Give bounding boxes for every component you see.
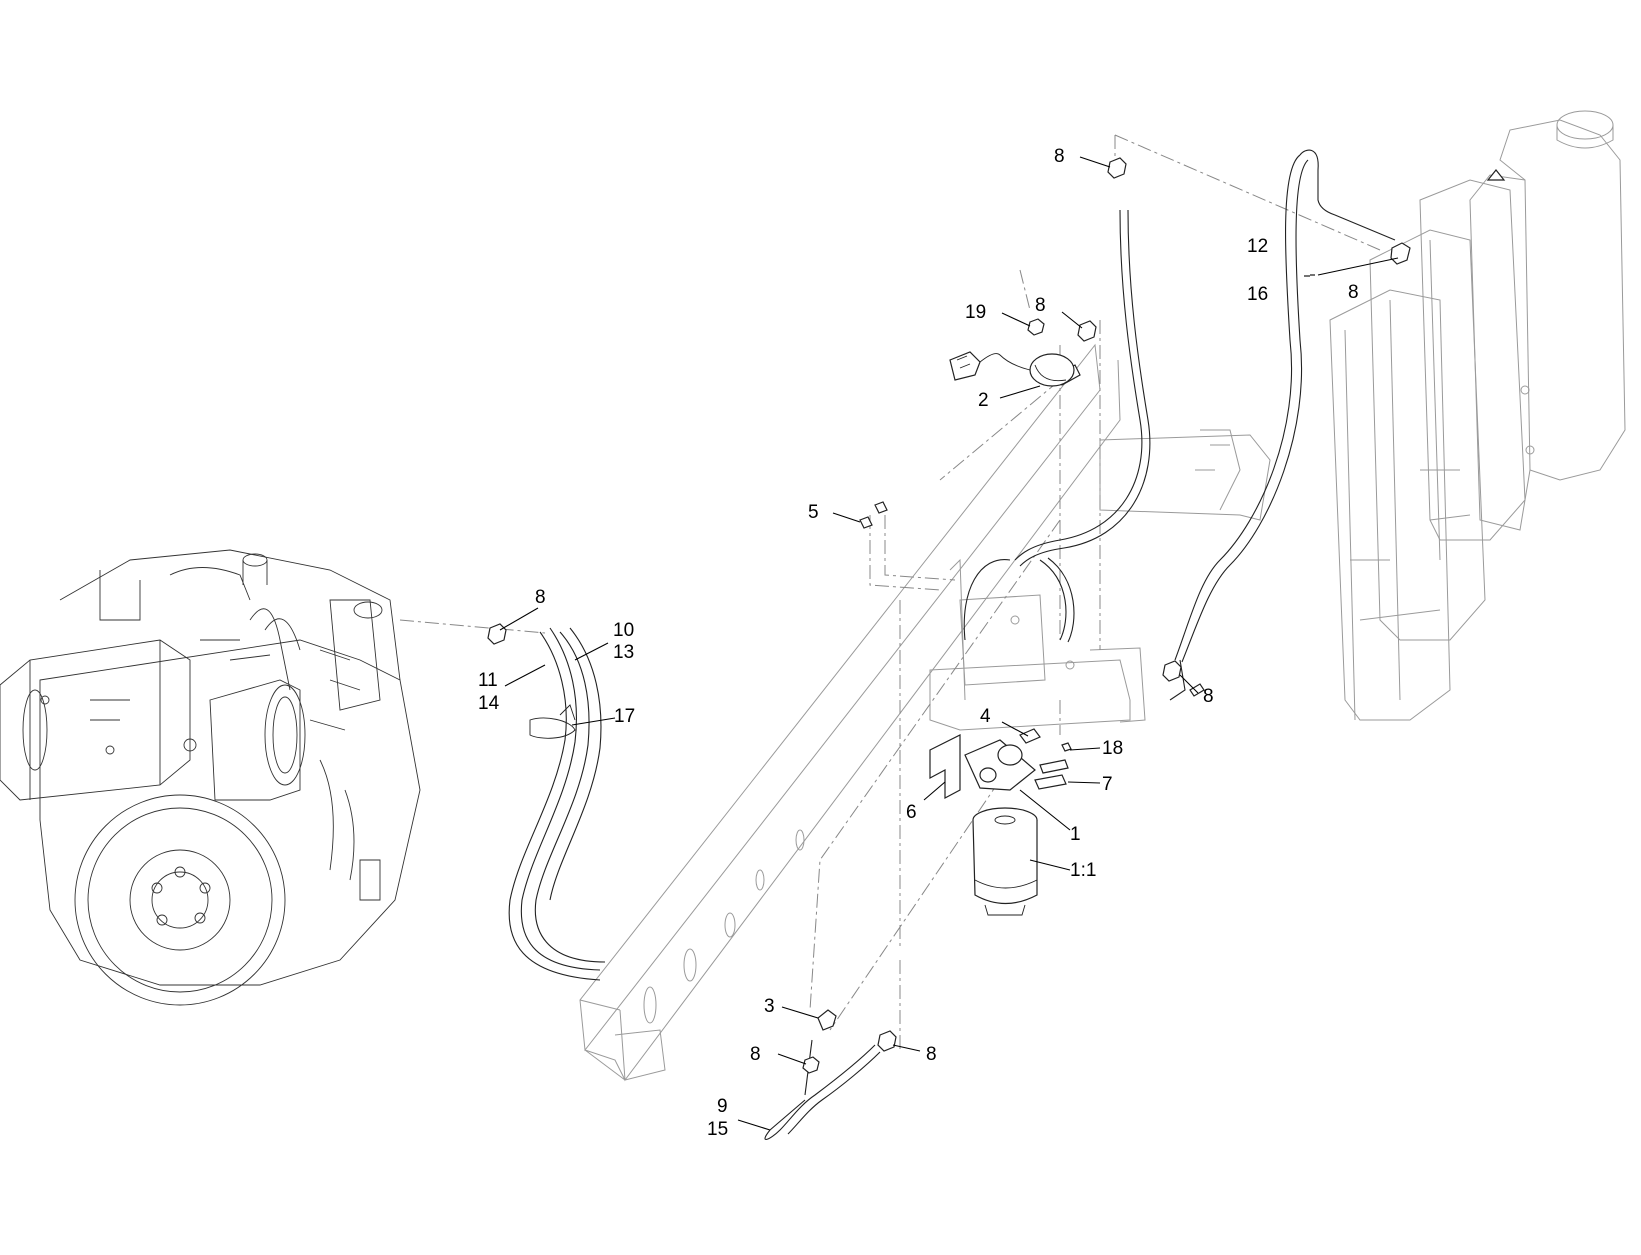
callout-8-engine: 8	[535, 587, 546, 608]
fuel-parts	[487, 157, 1411, 1074]
fuel-hoses	[508, 149, 1396, 1140]
callout-8-right: 8	[1203, 686, 1214, 707]
callout-labels: 8 12 16 8 19 8 2 5 8 10 13 11 14 17 8 4 …	[478, 146, 1359, 1140]
callout-1-1: 1:1	[1070, 860, 1096, 881]
callout-17: 17	[614, 706, 635, 727]
frame-rails	[579, 343, 1271, 1082]
clamp-8-low-left	[802, 1056, 820, 1074]
assembly-centerlines	[399, 134, 1381, 1050]
callout-7: 7	[1102, 774, 1113, 795]
callout-5: 5	[808, 502, 819, 523]
callout-15: 15	[707, 1119, 728, 1140]
leader-lines	[499, 156, 1399, 1131]
filter-head-part-1	[964, 739, 1036, 791]
fuel-tank	[1329, 110, 1626, 721]
clamp-8-tank	[1390, 242, 1411, 265]
callout-4: 4	[980, 706, 991, 727]
callout-10: 10	[613, 620, 634, 641]
callout-12: 12	[1247, 236, 1268, 257]
callout-8-low-right: 8	[926, 1044, 937, 1065]
callout-8-low-left: 8	[750, 1044, 761, 1065]
callout-16: 16	[1247, 284, 1268, 305]
callout-6: 6	[906, 802, 917, 823]
bracket-part-6	[929, 734, 961, 799]
callout-8-tank: 8	[1348, 282, 1359, 303]
callout-18: 18	[1102, 738, 1123, 759]
callout-3: 3	[764, 996, 775, 1017]
clamp-8-low-right	[877, 1030, 897, 1052]
fitting-part-3	[817, 1009, 837, 1031]
callout-8-switch: 8	[1035, 295, 1046, 316]
connector-part-19	[1027, 318, 1045, 336]
bolt-part-7	[1034, 759, 1069, 790]
clamp-8-engine	[487, 623, 507, 645]
bolt-part-18	[1061, 742, 1072, 752]
fuel-pump-part-2	[949, 351, 1081, 387]
engine	[0, 549, 421, 1006]
clip-part-5	[859, 501, 888, 529]
callout-13: 13	[613, 642, 634, 663]
fitting-part-4	[1019, 728, 1041, 744]
callout-2: 2	[978, 390, 989, 411]
clamp-8-top	[1107, 157, 1127, 179]
callout-8-top: 8	[1054, 146, 1065, 167]
clamp-8-right	[1162, 660, 1182, 682]
clamp-8-switch	[1077, 320, 1097, 342]
filter-element-part-1-1	[972, 807, 1038, 916]
callout-1: 1	[1070, 824, 1081, 845]
callout-11: 11	[478, 670, 498, 691]
callout-9: 9	[717, 1096, 728, 1117]
callout-14: 14	[478, 693, 500, 714]
callout-19: 19	[965, 302, 986, 323]
